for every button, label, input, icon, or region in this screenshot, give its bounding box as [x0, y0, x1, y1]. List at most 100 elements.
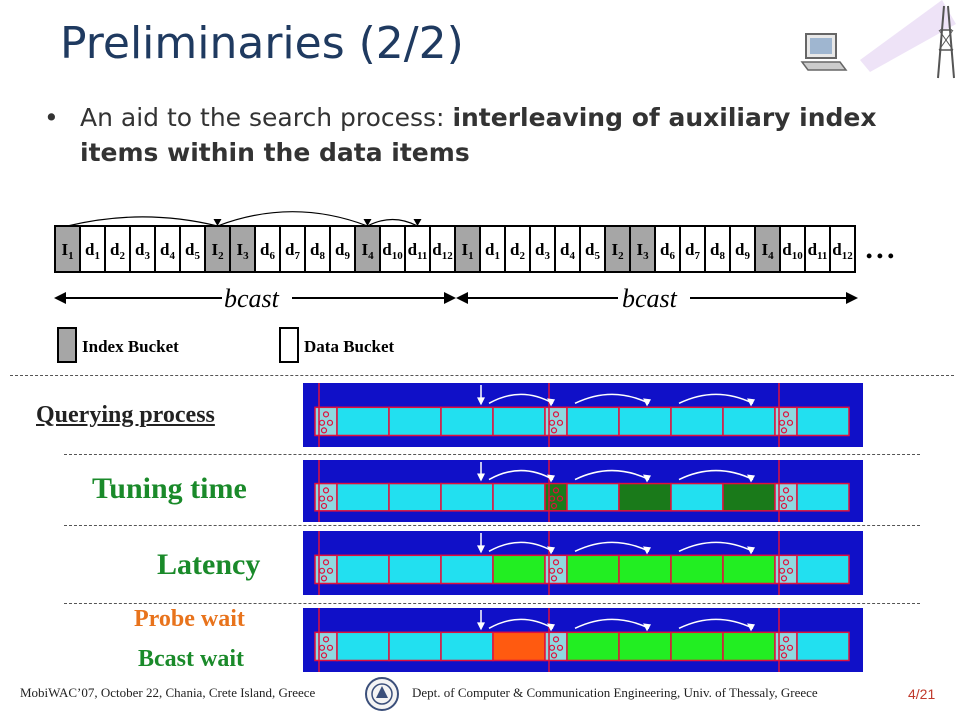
- panel-data-cell: [566, 554, 620, 585]
- panel-data-cell: [670, 482, 724, 512]
- data-bucket: d3: [129, 225, 156, 273]
- tuning-time-panel: [303, 460, 863, 522]
- index-bucket: I2: [204, 225, 231, 273]
- panel-data-cell: [618, 554, 672, 585]
- data-bucket: d2: [104, 225, 131, 273]
- data-bucket: d7: [279, 225, 306, 273]
- panel-data-cell: [440, 554, 494, 585]
- bucket-label: d10: [782, 240, 803, 262]
- bcast-span-2: bcast: [456, 284, 858, 313]
- bucket-label: I3: [236, 240, 249, 262]
- search-arrows: [477, 533, 755, 555]
- bucket-label: d8: [310, 240, 325, 262]
- separator-top: [10, 375, 954, 376]
- data-bucket: d1: [79, 225, 106, 273]
- search-arrows: [477, 610, 755, 632]
- bullet-bold-text: interleaving of auxiliary index items wi…: [80, 103, 877, 167]
- bcast-label-1: bcast: [224, 284, 280, 313]
- index-bucket: I1: [454, 225, 481, 273]
- bucket-label: I1: [61, 240, 73, 262]
- data-bucket: d8: [304, 225, 331, 273]
- data-bucket: d2: [504, 225, 531, 273]
- panel-data-cell: [566, 482, 620, 512]
- querying-process-label: Querying process: [36, 402, 215, 428]
- bucket-label: I1: [461, 240, 473, 262]
- bucket-label: d12: [432, 240, 453, 262]
- panel-data-cell: [670, 406, 724, 437]
- panel-data-cell: [566, 631, 620, 662]
- search-arrows: [477, 385, 755, 407]
- panel-data-cell: [722, 482, 776, 512]
- panel-data-cell: [336, 482, 390, 512]
- bcast-span-1: bcast: [54, 284, 456, 313]
- data-bucket: d11: [404, 225, 431, 273]
- panel-data-cell: [336, 554, 390, 585]
- slide-title: Preliminaries (2/2): [60, 18, 464, 69]
- pointer-arc: [367, 218, 418, 227]
- panel-data-cell: [722, 554, 776, 585]
- data-bucket: d8: [704, 225, 731, 273]
- panel-data-cell: [796, 554, 850, 585]
- data-bucket: d4: [154, 225, 181, 273]
- data-bucket: d11: [804, 225, 831, 273]
- index-bucket: I4: [754, 225, 781, 273]
- pointer-arc: [217, 211, 368, 227]
- legend-index-label: Index Bucket: [82, 337, 179, 356]
- legend: Index Bucket Data Bucket: [57, 327, 395, 363]
- panel-data-cell: [336, 631, 390, 662]
- data-bucket: d7: [679, 225, 706, 273]
- panel-data-cell: [492, 554, 546, 585]
- legend-data-swatch: [279, 327, 299, 363]
- bucket-label: d1: [485, 240, 500, 262]
- panel-data-cell: [796, 406, 850, 437]
- bucket-label: d2: [510, 240, 525, 262]
- index-tree-icon: [778, 487, 794, 510]
- index-bucket: I4: [354, 225, 381, 273]
- bucket-label: d10: [382, 240, 403, 262]
- bucket-label: d3: [535, 240, 550, 262]
- separator-2: [64, 525, 920, 526]
- data-bucket: d6: [654, 225, 681, 273]
- bullet-plain-text: An aid to the search process:: [80, 103, 453, 132]
- data-bucket: d10: [379, 225, 406, 273]
- panel-data-cell: [492, 482, 546, 512]
- page-number: 4/21: [908, 686, 936, 702]
- bucket-label: d4: [560, 240, 575, 262]
- probe-wait-label: Probe wait: [134, 606, 245, 632]
- bucket-label: d8: [710, 240, 725, 262]
- bullet-text: An aid to the search process: interleavi…: [80, 100, 904, 170]
- panel-data-cell: [440, 631, 494, 662]
- panel-data-cell: [388, 406, 442, 437]
- bucket-label: I4: [761, 240, 774, 262]
- data-bucket: d9: [329, 225, 356, 273]
- bucket-label: d9: [735, 240, 750, 262]
- bucket-label: d5: [185, 240, 200, 262]
- data-bucket: d1: [479, 225, 506, 273]
- bullet-point: • An aid to the search process: interlea…: [44, 100, 904, 170]
- bucket-label: d1: [85, 240, 100, 262]
- data-bucket: d3: [529, 225, 556, 273]
- legend-data-label: Data Bucket: [304, 337, 395, 356]
- separator-1: [64, 454, 920, 455]
- bucket-label: d3: [135, 240, 150, 262]
- legend-index-swatch: [57, 327, 77, 363]
- bucket-label: d11: [808, 240, 828, 262]
- panel-data-cell: [670, 631, 724, 662]
- panel-data-cell: [492, 406, 546, 437]
- panel-data-cell: [440, 482, 494, 512]
- data-bucket: d10: [779, 225, 806, 273]
- data-bucket: d4: [554, 225, 581, 273]
- bucket-label: I4: [361, 240, 374, 262]
- panel-data-cell: [796, 631, 850, 662]
- panel-data-cell: [492, 631, 546, 662]
- probe-bcast-wait-panel: [303, 608, 863, 672]
- footer-department: Dept. of Computer & Communication Engine…: [412, 685, 818, 700]
- bucket-label: d2: [110, 240, 125, 262]
- bucket-label: d7: [685, 240, 700, 262]
- search-arrows: [477, 462, 755, 483]
- data-bucket: d12: [829, 225, 856, 273]
- data-bucket: d6: [254, 225, 281, 273]
- panel-data-cell: [618, 406, 672, 437]
- panel-data-cell: [440, 406, 494, 437]
- continuation-ellipsis: • • •: [866, 246, 894, 266]
